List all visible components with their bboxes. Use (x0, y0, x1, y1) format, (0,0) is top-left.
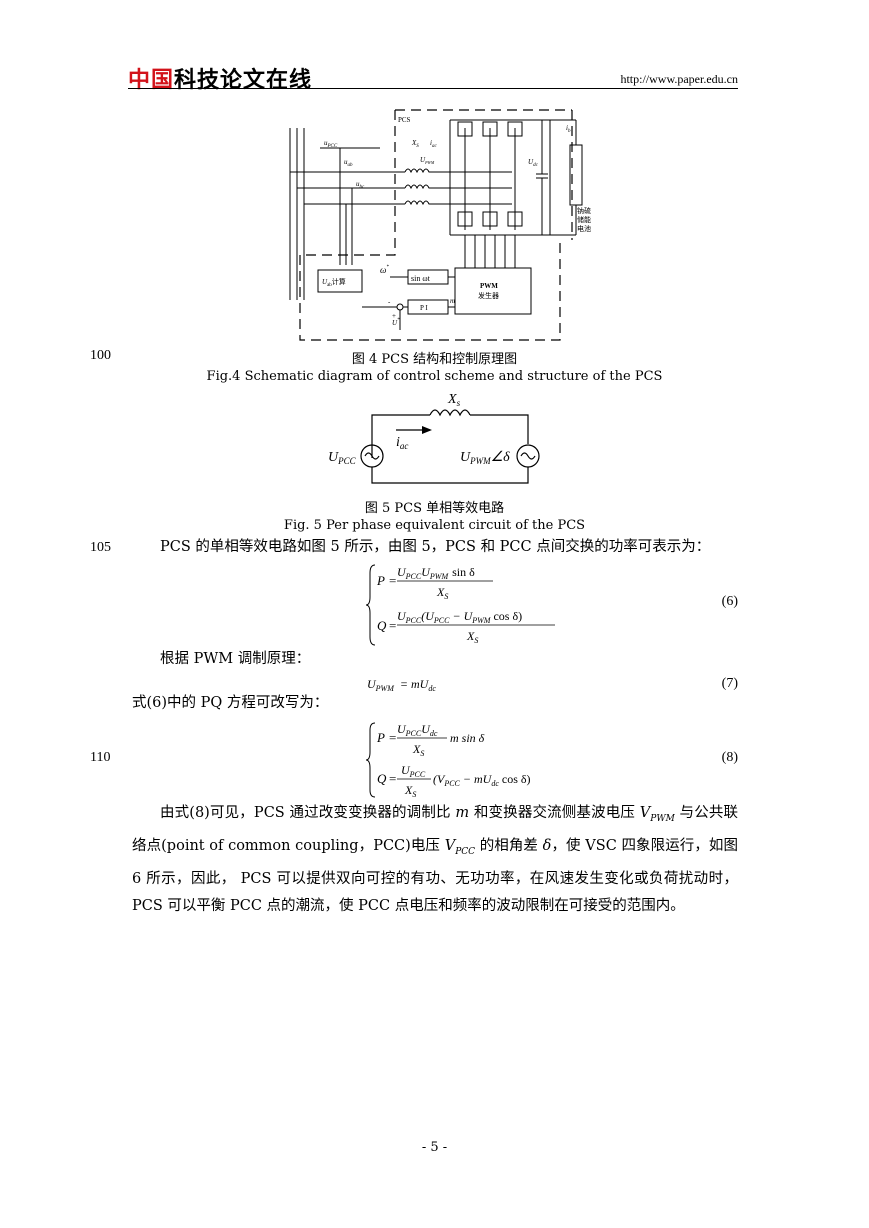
svg-text:Q: Q (377, 771, 387, 786)
fig5-label-upwm: UPWM∠δ (460, 450, 510, 466)
fig5-label-iac: iac (396, 435, 408, 451)
svg-text:Q: Q (377, 618, 387, 633)
pcs-boundary (299, 109, 573, 341)
svg-text:UPCC: UPCC (401, 763, 426, 779)
svg-text:=: = (389, 618, 396, 633)
line-number-110: 110 (90, 750, 111, 765)
label-upcc: uPCC (324, 139, 338, 149)
equation-8-number: (8) (721, 750, 738, 765)
fig5-label-xs: Xs (447, 392, 461, 408)
paragraph-4: 由式(8)可见，PCS 通过改变变换器的调制比 m 和变换器交流侧基波电压 VP… (132, 805, 739, 914)
label-upwm: UPWM (420, 156, 435, 165)
paragraph-2: 根据 PWM 调制原理： (160, 651, 311, 667)
fig4-caption-cn: 图 4 PCS 结构和控制原理图 (351, 352, 518, 367)
label-sin: sin ωt (411, 274, 431, 283)
label-pi: P I (420, 304, 428, 312)
equation-6-number: (6) (721, 594, 738, 609)
label-pwm-gen: 发生器 (478, 291, 499, 300)
label-omega: ω* (380, 265, 389, 275)
label-battery-3: 电池 (577, 224, 591, 233)
label-uab: uab (344, 158, 353, 168)
label-udc: Udc (528, 158, 539, 168)
line-number-100: 100 (90, 348, 111, 363)
svg-text:P: P (376, 573, 385, 588)
figure-4-diagram: PCS uPCC uab ubc XS iac UPWM Udc ib 钠硫 储… (289, 109, 591, 341)
line-number-105: 105 (90, 540, 111, 555)
label-pwm: PWM (480, 282, 498, 290)
control-blocks (317, 235, 532, 330)
site-logo: 中国科技论文在线 (128, 62, 312, 94)
header-rule (128, 88, 738, 89)
svg-text:XS: XS (466, 629, 478, 645)
label-iac: iac (430, 139, 437, 149)
label-plus: + (392, 312, 396, 320)
paragraph-3: 式(6)中的 PQ 方程可改写为： (132, 695, 329, 711)
equation-7: UPWM= mUdc (367, 677, 436, 693)
svg-text:XS: XS (404, 783, 416, 799)
label-minus: - (388, 298, 391, 306)
equation-8: P = UPCCUdc XS m sin δ Q = UPCC XS (VPCC… (365, 722, 531, 799)
label-battery-1: 钠硫 (577, 206, 591, 215)
fig5-label-upcc: UPCC (328, 450, 357, 466)
svg-text:m sin δ: m sin δ (450, 731, 485, 745)
svg-text:UPCCUdc: UPCCUdc (397, 722, 438, 738)
logo-black-text: 科技论文在线 (174, 68, 313, 93)
figure-5-diagram: Xs iac UPCC UPWM∠δ (328, 392, 540, 484)
svg-text:P: P (376, 730, 385, 745)
bus-lines (289, 119, 583, 300)
label-ubc: ubc (356, 180, 365, 190)
header-url: http://www.paper.edu.cn (620, 72, 738, 86)
label-xs: XS (411, 139, 419, 149)
svg-text:UPWM= mUdc: UPWM= mUdc (367, 677, 436, 693)
paragraph-1: PCS 的单相等效电路如图 5 所示，由图 5，PCS 和 PCC 点间交换的功… (160, 539, 711, 555)
label-ucalc: Uab计算 (322, 277, 346, 288)
label-ib: ib (566, 124, 571, 134)
svg-text:=: = (389, 730, 396, 745)
svg-text:XS: XS (412, 742, 424, 758)
svg-text:XS: XS (436, 585, 448, 601)
label-uref: U* (392, 318, 400, 327)
svg-text:=: = (389, 573, 396, 588)
label-battery-2: 储能 (577, 215, 591, 224)
equation-7-number: (7) (721, 676, 738, 691)
label-pcs: PCS (398, 116, 411, 124)
fig5-caption-en: Fig. 5 Per phase equivalent circuit of t… (283, 518, 586, 533)
fig4-caption-en: Fig.4 Schematic diagram of control schem… (206, 369, 663, 384)
igbt-switches (457, 121, 523, 227)
label-m: m (450, 297, 455, 305)
logo-red-text: 中国 (128, 68, 175, 93)
svg-text:=: = (389, 771, 396, 786)
fig5-caption-cn: 图 5 PCS 单相等效电路 (364, 501, 505, 516)
page-number: - 5 - (421, 1140, 448, 1155)
